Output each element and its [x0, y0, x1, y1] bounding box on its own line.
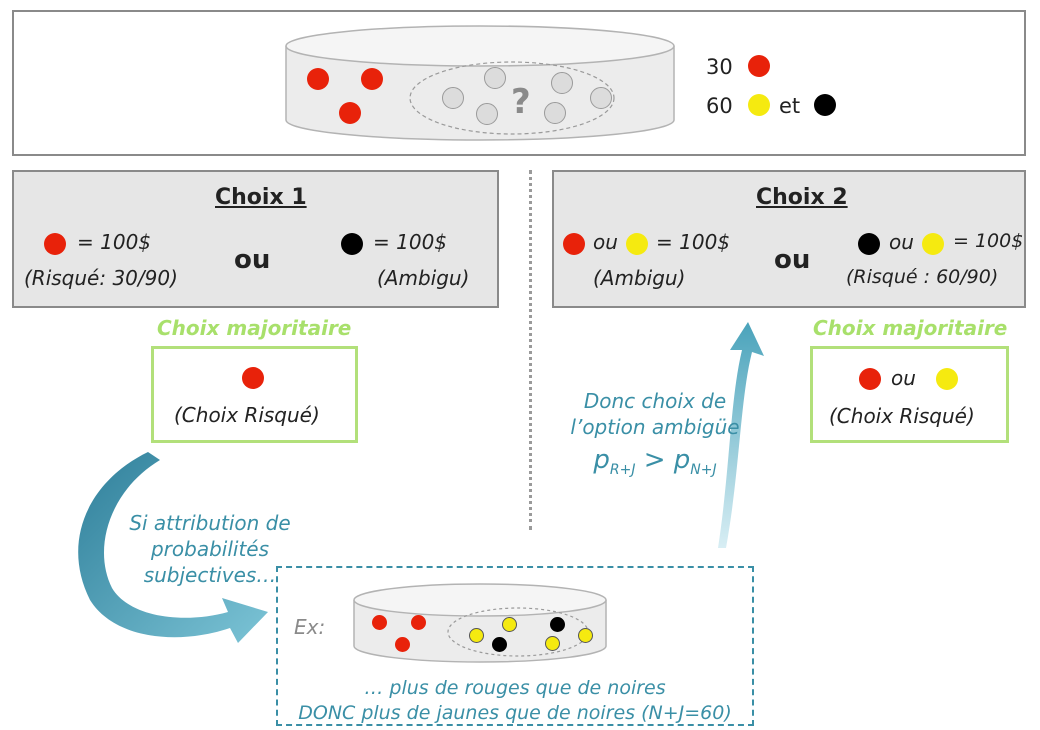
choice2-red-dot: [563, 233, 585, 255]
separator-dotted-line: [529, 170, 532, 530]
unknown-ball: [476, 103, 498, 125]
example-red-ball: [395, 637, 410, 652]
example-text: … plus de rouges que de noires DONC plus…: [276, 676, 754, 725]
choice1-right-value: = 100$: [373, 230, 448, 254]
choice1-black-dot: [341, 233, 363, 255]
majority2-label: Choix majoritaire: [813, 316, 1008, 340]
legend-and: et: [779, 94, 801, 118]
choice1-red-dot: [44, 233, 66, 255]
example-red-ball: [372, 615, 387, 630]
choice1-right-note: (Ambigu): [377, 266, 470, 290]
right-curved-arrow: [718, 322, 764, 548]
example-urn: [353, 583, 607, 663]
choice1-left-value: = 100$: [77, 230, 152, 254]
majority1-red-dot: [242, 367, 264, 389]
choice1-or: ou: [234, 245, 271, 275]
example-black-ball: [550, 617, 565, 632]
right-arrow-line1: Donc choix de: [583, 389, 727, 413]
question-mark: ?: [511, 82, 531, 122]
majority2-yellow-dot: [936, 368, 958, 390]
majority2-box: [810, 346, 1009, 443]
red-ball: [361, 68, 383, 90]
legend-red-dot: [748, 55, 770, 77]
choice2-left-ou: ou: [593, 230, 618, 254]
left-arrow-line3: subjectives…: [143, 563, 277, 587]
unknown-ball: [484, 67, 506, 89]
probability-inequality: pR+J > pN+J: [593, 445, 717, 479]
left-arrow-line2: probabilités: [150, 537, 270, 561]
choice2-black-dot: [858, 233, 880, 255]
majority2-ou: ou: [891, 366, 916, 390]
choice2-yellow-dot: [626, 233, 648, 255]
legend-red-count: 30: [706, 55, 733, 79]
example-yellow-ball: [545, 636, 560, 651]
example-line1: … plus de rouges que de noires: [364, 677, 666, 699]
choice2-right-note: (Risqué : 60/90): [846, 266, 999, 288]
choice1-title: Choix 1: [215, 185, 307, 210]
majority2-red-dot: [859, 368, 881, 390]
unknown-ball: [442, 87, 464, 109]
example-yellow-ball: [578, 628, 593, 643]
red-ball: [307, 68, 329, 90]
left-curved-arrow: [78, 452, 268, 643]
red-ball: [339, 102, 361, 124]
example-line2: DONC plus de jaunes que de noires (N+J=6…: [298, 701, 732, 724]
example-label: Ex:: [294, 615, 326, 639]
example-red-ball: [411, 615, 426, 630]
choice2-title: Choix 2: [756, 185, 848, 210]
unknown-ball: [544, 102, 566, 124]
right-arrow-line2: l’option ambigüe: [570, 415, 740, 439]
example-yellow-ball: [502, 617, 517, 632]
left-arrow-line1: Si attribution de: [129, 511, 291, 535]
choice2-or: ou: [774, 245, 811, 275]
choice2-right-yellow-dot: [922, 233, 944, 255]
example-yellow-ball: [469, 628, 484, 643]
choice2-right-ou: ou: [889, 230, 914, 254]
choice2-left-value: = 100$: [656, 230, 731, 254]
majority1-box: [151, 346, 358, 443]
urn-illustration: [285, 25, 675, 141]
unknown-ball: [551, 72, 573, 94]
choice2-left-note: (Ambigu): [593, 266, 686, 290]
majority2-note: (Choix Risqué): [829, 404, 975, 428]
majority1-note: (Choix Risqué): [174, 403, 320, 427]
example-black-ball: [492, 637, 507, 652]
legend-black-dot: [814, 94, 836, 116]
choice1-panel: [12, 170, 499, 308]
legend-yb-count: 60: [706, 94, 733, 118]
choice2-right-value: = 100$: [953, 230, 1024, 252]
left-arrow-text: Si attribution de probabilités subjectiv…: [110, 510, 310, 588]
right-arrow-text: Donc choix de l’option ambigüe pR+J > pN…: [560, 388, 750, 479]
unknown-ball: [590, 87, 612, 109]
majority1-label: Choix majoritaire: [157, 316, 352, 340]
legend-yellow-dot: [748, 94, 770, 116]
choice1-left-note: (Risqué: 30/90): [24, 266, 178, 290]
